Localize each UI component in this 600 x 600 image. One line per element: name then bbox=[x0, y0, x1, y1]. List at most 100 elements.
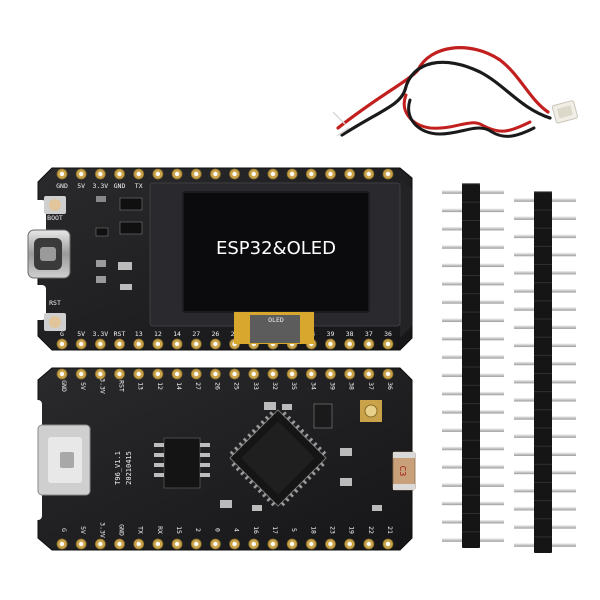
pin-label: 36 bbox=[386, 382, 394, 390]
pin-label: 5 bbox=[290, 528, 298, 532]
pin-header-left bbox=[442, 183, 504, 548]
pin-label: 25 bbox=[233, 382, 241, 390]
bottom-board-top-hole bbox=[117, 371, 122, 377]
bottom-board-bottom-hole bbox=[347, 541, 352, 547]
sop8-chip bbox=[154, 437, 210, 489]
pin-label: 5V bbox=[79, 382, 87, 390]
bottom-board-top-hole bbox=[155, 371, 161, 377]
pin-label: 3.3V bbox=[93, 182, 109, 190]
top-board-top-hole bbox=[98, 171, 103, 177]
bottom-board-bottom-hole bbox=[174, 541, 180, 547]
top-board-top-hole bbox=[213, 171, 218, 177]
bottom-board-bottom-hole bbox=[194, 541, 199, 547]
pin-label: RST bbox=[114, 330, 126, 338]
pin-header-right bbox=[514, 191, 576, 553]
top-board-top-hole bbox=[59, 171, 65, 177]
top-board-top-pin-row bbox=[56, 168, 394, 180]
bottom-board-top-hole bbox=[385, 371, 391, 377]
pin-label: RST bbox=[118, 380, 126, 392]
pin-label: 26 bbox=[213, 382, 221, 390]
pin-label: 27 bbox=[194, 382, 202, 390]
usb-c-back-icon bbox=[37, 424, 91, 496]
bottom-board-bottom-hole bbox=[59, 541, 65, 547]
esp32-chip bbox=[229, 409, 327, 507]
pin-label: 14 bbox=[175, 382, 183, 390]
pin-label: 12 bbox=[154, 330, 162, 338]
bottom-board-bottom-hole bbox=[270, 541, 276, 547]
bottom-board-top-hole bbox=[270, 371, 276, 377]
pin-label: 27 bbox=[192, 330, 200, 338]
bottom-board-bottom-hole bbox=[251, 541, 256, 547]
bottom-board-bottom-pin-row bbox=[56, 538, 394, 550]
pin-label: 35 bbox=[290, 382, 298, 390]
bottom-board-top-hole bbox=[328, 371, 333, 377]
pin-label: 23 bbox=[328, 526, 336, 534]
version-label: T96_V1.1 bbox=[114, 451, 122, 485]
top-board-bottom-hole bbox=[174, 341, 180, 347]
pin-label: 38 bbox=[346, 330, 354, 338]
pin-label: 37 bbox=[365, 330, 373, 338]
top-board-top-hole bbox=[232, 171, 237, 177]
pin-label: 15 bbox=[175, 526, 183, 534]
top-board-bottom-hole bbox=[213, 341, 218, 347]
top-board-top-hole bbox=[174, 171, 180, 177]
bottom-board-top-hole bbox=[194, 371, 199, 377]
pin-label: GND bbox=[118, 524, 126, 536]
top-board-bottom-hole bbox=[98, 341, 103, 347]
top-board-bottom-hole bbox=[155, 341, 161, 347]
svg-text:OLED: OLED bbox=[268, 316, 284, 324]
top-board-bottom-hole bbox=[194, 341, 199, 347]
pin-label: 26 bbox=[211, 330, 219, 338]
pin-label: RX bbox=[156, 526, 164, 534]
pin-label: 12 bbox=[156, 382, 164, 390]
top-board-top-hole bbox=[347, 171, 352, 177]
top-board-top-hole bbox=[117, 171, 122, 177]
top-board-top-hole bbox=[78, 171, 84, 177]
pin-label: 39 bbox=[328, 382, 336, 390]
oled-text: ESP32&OLED bbox=[216, 238, 336, 259]
bottom-board-bottom-hole bbox=[232, 541, 237, 547]
bottom-board-bottom-hole bbox=[78, 541, 84, 547]
bottom-board-bottom-hole bbox=[213, 541, 218, 547]
bottom-board-top-hole bbox=[309, 371, 314, 377]
pin-label: 36 bbox=[384, 330, 392, 338]
top-board-bottom-hole bbox=[328, 341, 333, 347]
bottom-board-bottom-hole bbox=[117, 541, 122, 547]
bottom-board-top-hole bbox=[232, 371, 237, 377]
top-board-top-hole bbox=[155, 171, 161, 177]
date-label: 20210415 bbox=[125, 451, 133, 485]
top-board-top-hole bbox=[366, 171, 372, 177]
bottom-board-top-hole bbox=[251, 371, 256, 377]
pin-label: 39 bbox=[327, 330, 335, 338]
pin-label: 14 bbox=[173, 330, 181, 338]
boot-button[interactable]: BOOT bbox=[44, 196, 66, 222]
jst-connector-icon bbox=[551, 100, 578, 124]
pin-label: GND bbox=[60, 380, 68, 392]
top-board-bottom-hole bbox=[347, 341, 352, 347]
top-board-bottom-hole bbox=[136, 341, 141, 347]
pin-label: TX bbox=[135, 182, 143, 190]
bottom-board-bottom-hole bbox=[155, 541, 161, 547]
bottom-board-bottom-hole bbox=[366, 541, 372, 547]
pin-label: 19 bbox=[348, 526, 356, 534]
top-board-bottom-hole bbox=[385, 341, 391, 347]
bottom-board-top-hole bbox=[347, 371, 352, 377]
pin-label: GND bbox=[114, 182, 126, 190]
oled-display: ESP32&OLED OLED bbox=[149, 182, 401, 344]
pin-label: 17 bbox=[271, 526, 279, 534]
top-board-bottom-hole bbox=[78, 341, 84, 347]
reset-button[interactable]: RST bbox=[44, 299, 66, 331]
bottom-board-bottom-hole bbox=[385, 541, 391, 547]
pin-label: 5V bbox=[77, 182, 85, 190]
bottom-board-top-pin-row bbox=[56, 368, 394, 380]
top-board-top-hole bbox=[136, 171, 141, 177]
pin-label: GND bbox=[56, 182, 68, 190]
pin-label: G bbox=[60, 528, 68, 532]
pin-label: 4 bbox=[233, 528, 241, 532]
bottom-board-top-hole bbox=[289, 371, 295, 377]
svg-text:RST: RST bbox=[49, 299, 61, 307]
pin-label: 5V bbox=[79, 526, 87, 534]
pin-label: 37 bbox=[367, 382, 375, 390]
